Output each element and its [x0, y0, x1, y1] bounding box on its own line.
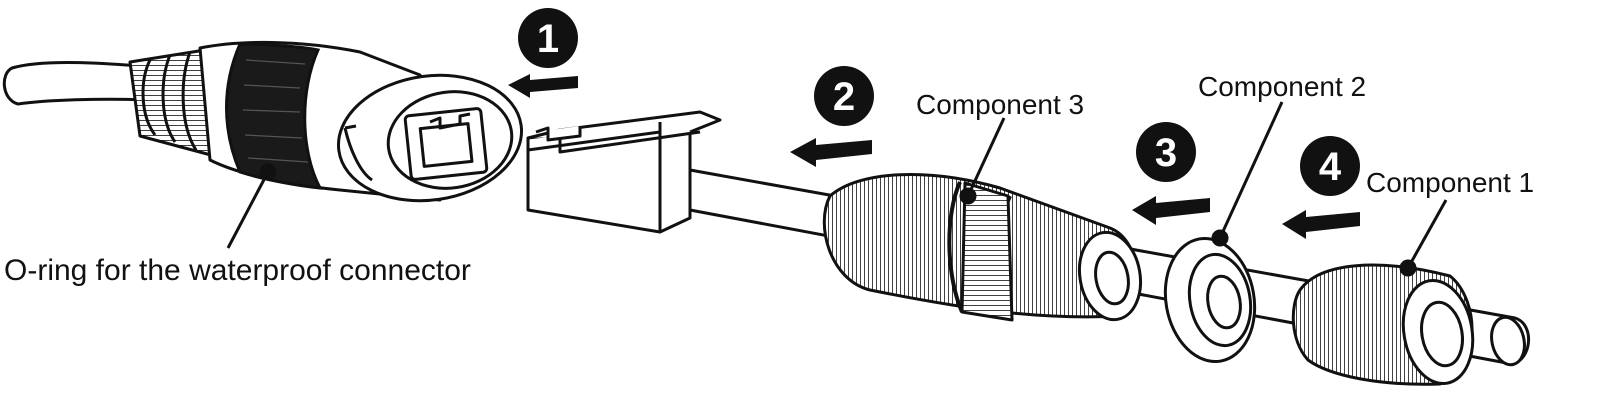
arrow-step-3 — [1132, 196, 1210, 225]
rj45-plug — [526, 110, 722, 234]
component-1-label: Component 1 — [1366, 167, 1534, 198]
camera-cable — [2, 61, 152, 106]
step-3-badge: 3 — [1136, 122, 1196, 182]
o-ring-label: O-ring for the waterproof connector — [4, 254, 471, 287]
arrow-step-1 — [508, 74, 578, 98]
step-1-badge: 1 — [518, 8, 578, 68]
arrow-step-2 — [790, 138, 872, 167]
component-3-housing — [822, 173, 1143, 322]
component-2-label: Component 2 — [1198, 71, 1366, 102]
arrow-step-4 — [1282, 210, 1360, 239]
svg-text:4: 4 — [1319, 145, 1342, 189]
step-4-badge: 4 — [1300, 136, 1360, 196]
component-2-washer — [1163, 236, 1257, 364]
svg-text:1: 1 — [537, 17, 559, 61]
leader-lines — [226, 101, 1448, 277]
arrows — [508, 74, 1360, 239]
svg-text:3: 3 — [1155, 131, 1177, 175]
component-1-nut — [1291, 263, 1475, 386]
o-ring-band — [225, 42, 323, 190]
component-3-label: Component 3 — [916, 89, 1084, 120]
connector-face — [336, 73, 524, 203]
step-2-badge: 2 — [814, 66, 874, 126]
svg-text:2: 2 — [833, 75, 855, 119]
